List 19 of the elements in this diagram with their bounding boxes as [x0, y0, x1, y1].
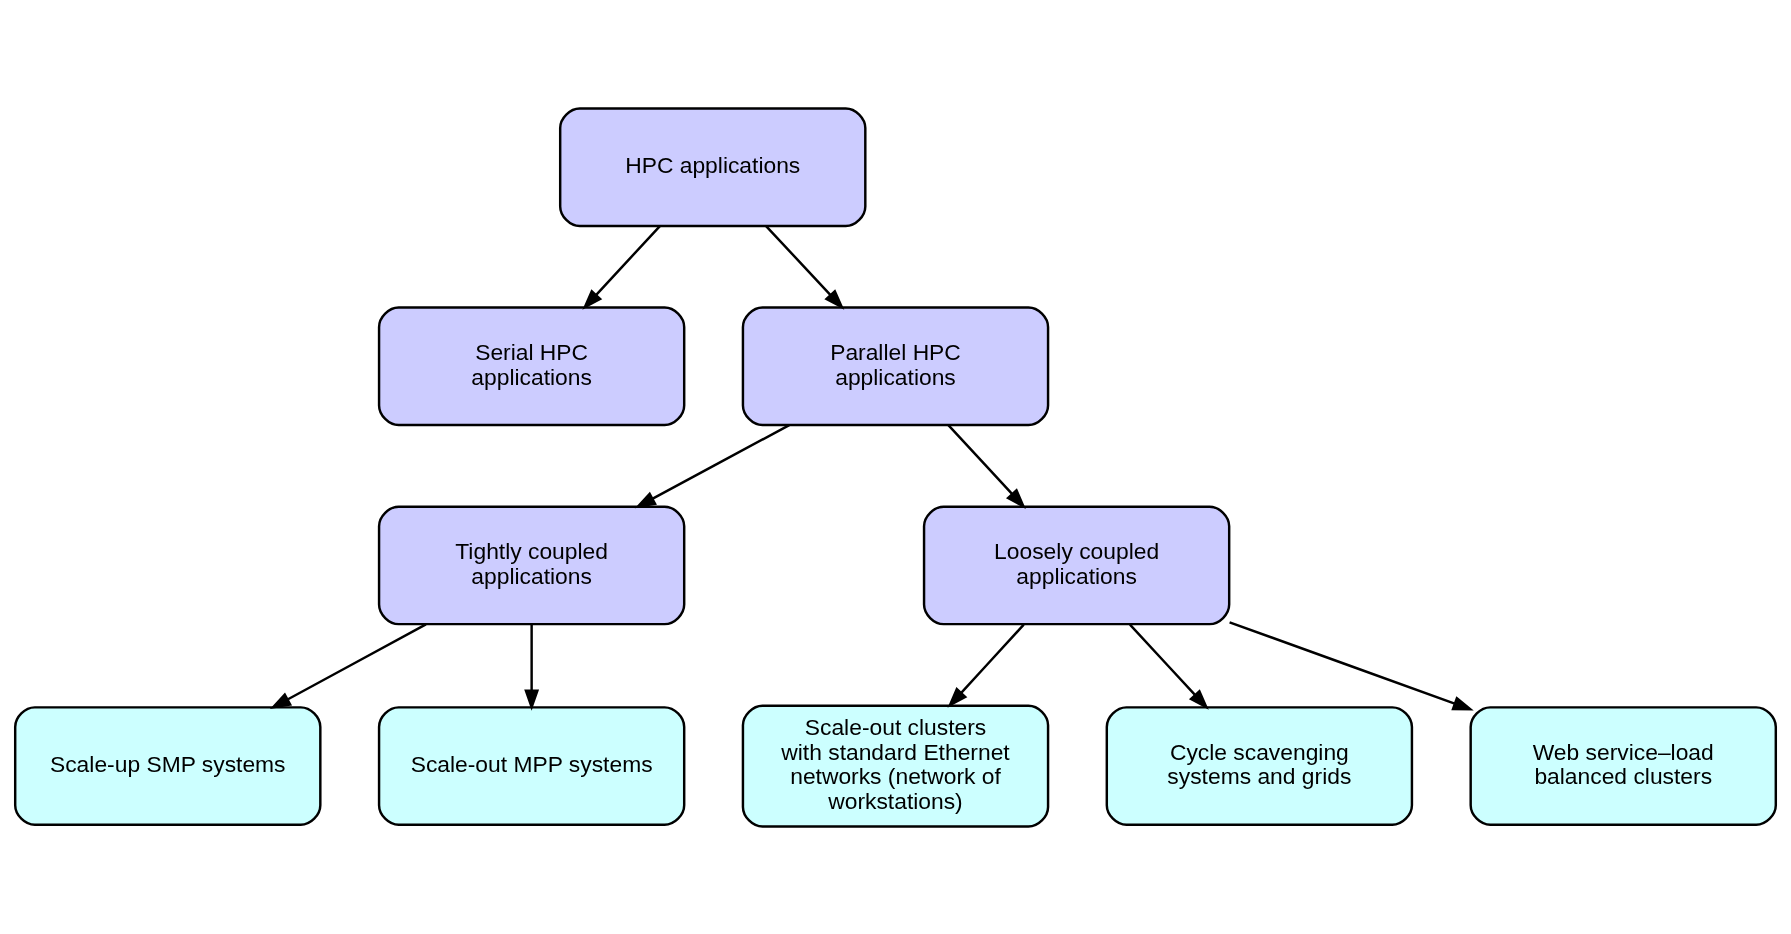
- arrow: [947, 423, 1026, 509]
- node-box: Tightly coupled applications: [377, 504, 686, 625]
- node-box: Web service–load balanced clusters: [1469, 705, 1778, 826]
- node-box: Loosely coupled applications: [922, 504, 1231, 625]
- arrow: [582, 224, 661, 310]
- node-box: Cycle scavenging systems and grids: [1105, 705, 1414, 826]
- node-box: Scale-out clusters with standard Ethernet networks (network of workstations): [741, 704, 1050, 828]
- arrow: [765, 224, 845, 310]
- node-box: Scale-up SMP systems: [13, 705, 322, 826]
- arrow: [634, 423, 790, 508]
- node-box: Scale-out MPP systems: [377, 705, 686, 826]
- arrow: [1129, 623, 1209, 710]
- arrow: [524, 624, 540, 711]
- node-box: Serial HPC applications: [377, 305, 686, 426]
- arrow: [269, 622, 427, 709]
- arrow: [947, 623, 1025, 708]
- node-box: Parallel HPC applications: [741, 305, 1050, 426]
- arrow: [1229, 620, 1474, 710]
- node-box: HPC applications: [558, 106, 867, 227]
